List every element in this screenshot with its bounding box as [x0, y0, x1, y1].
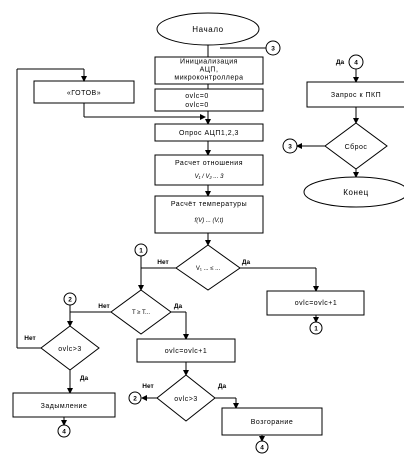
- smoke-block: [12, 392, 116, 418]
- fire-block: [221, 407, 323, 436]
- decision-left-label: ovlc>3: [58, 346, 81, 353]
- temperature-formula: f(V) ... (V,t): [195, 218, 224, 224]
- connector-4-right-yes-label: Да: [336, 59, 345, 66]
- temperature-block: [154, 195, 264, 234]
- decision-left-no-label: Нет: [24, 335, 35, 342]
- ratio-block: [154, 154, 264, 186]
- ratio-label: Расчет отношения: [175, 160, 243, 167]
- decision-middle-yes-label: Да: [174, 303, 183, 310]
- decision-bottom: [156, 374, 216, 422]
- decision-reset-label: Сброс: [345, 143, 368, 151]
- decision-top-yes-label: Да: [242, 259, 251, 266]
- connector-2-left-label: 2: [68, 297, 72, 304]
- connector-1-bottom: [309, 321, 323, 335]
- start-label: Начало: [192, 25, 223, 34]
- decision-middle-label: T ≥ T...: [132, 310, 150, 316]
- poll-label: Опрос АЦП1,2,3: [179, 130, 239, 137]
- decision-top-no-label: Нет: [157, 259, 168, 266]
- end-terminal: [303, 176, 404, 208]
- request-block: [306, 81, 404, 108]
- init-label-1: Инициализация: [180, 59, 238, 66]
- decision-top-label: V₁ ... ≤ ...: [196, 266, 221, 272]
- decision-bottom-no-label: Нет: [142, 383, 153, 390]
- decision-bottom-yes-label: Да: [218, 383, 227, 390]
- connector-2-bottom-label: 2: [133, 396, 137, 403]
- connector-2-bottom: [128, 391, 142, 405]
- connector-3-right: [282, 138, 298, 154]
- decision-top: [175, 244, 241, 291]
- connector-4-bottom: [255, 440, 269, 454]
- connector-3-top-label: 3: [271, 46, 275, 53]
- connector-4-left-label: 4: [62, 429, 66, 436]
- connector-1-left-label: 1: [139, 248, 143, 255]
- fire-label: Возгорание: [251, 419, 293, 426]
- init-block: [154, 56, 264, 85]
- reset-counters-block: [154, 88, 264, 112]
- decision-left-yes-label: Да: [80, 375, 89, 382]
- connector-3-right-label: 3: [288, 144, 292, 151]
- poll-adc-block: [154, 123, 264, 142]
- smoke-label: Задымление: [41, 403, 88, 410]
- connector-4-bottom-label: 4: [260, 445, 264, 452]
- init-label-2: АЦП,: [200, 67, 219, 74]
- increment-right-label: ovlc=ovlc+1: [295, 300, 337, 307]
- end-label: Конец: [343, 188, 369, 197]
- connector-4-right-label: 4: [354, 60, 358, 67]
- increment-middle-label: ovlc=ovlc+1: [165, 348, 207, 355]
- decision-bottom-label: ovlc>3: [174, 396, 197, 403]
- request-label: Запрос к ПКП: [331, 92, 381, 99]
- increment-right-block: [266, 290, 365, 316]
- ratio-formula: V₁ / V₂ ... 3: [195, 174, 225, 180]
- connector-1-bottom-label: 1: [314, 326, 318, 333]
- temperature-label: Расчёт температуры: [171, 201, 247, 208]
- reset-label-1: ovlc=0: [185, 93, 208, 100]
- init-label-3: микроконтроллера: [174, 75, 243, 82]
- ready-label: «ГОТОВ»: [67, 90, 101, 97]
- reset-label-2: ovlc=0: [185, 102, 208, 109]
- decision-middle-no-label: Нет: [98, 303, 109, 310]
- connector-4-left: [57, 424, 71, 438]
- decision-middle: [110, 289, 172, 335]
